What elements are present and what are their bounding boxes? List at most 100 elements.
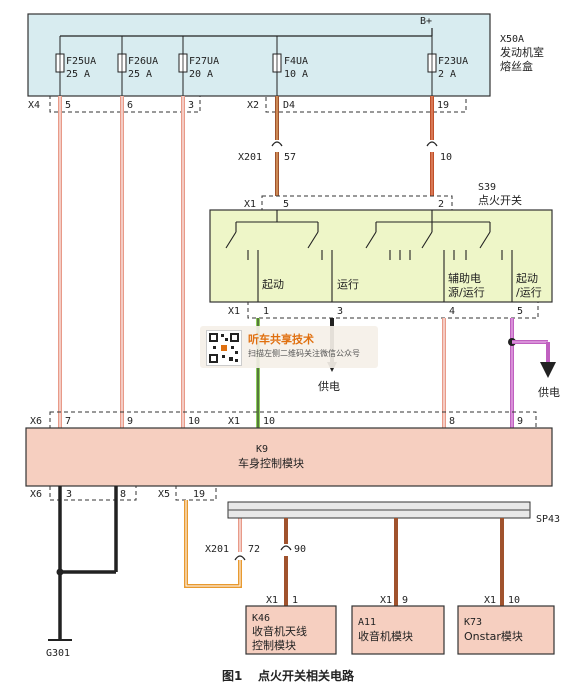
bcm-connector-x6b-label: X6: [30, 489, 42, 500]
caption-fig: 图1: [222, 669, 242, 683]
pin-label: 5: [283, 199, 289, 210]
svg-text:X1: X1: [484, 595, 496, 606]
fuse-rating: 25 A: [128, 69, 152, 80]
pin-label: 3: [188, 100, 194, 111]
switch-label-startrun-1: 起动: [516, 272, 538, 285]
connector-x4: [49, 95, 201, 113]
pin-label: 1: [263, 306, 269, 317]
fuse-f25ua: F25UA 25 A: [55, 36, 96, 96]
switch-body: [209, 209, 553, 303]
pin-label: 5: [517, 306, 523, 317]
pin-label: 7: [65, 416, 71, 427]
module-id: A11: [358, 617, 376, 628]
pin-label: 3: [337, 306, 343, 317]
bcm-connector-x1-label: X1: [228, 416, 240, 427]
junction-x201-label: X201: [238, 152, 262, 163]
fuse-f4ua: F4UA 10 A: [272, 36, 308, 96]
fuse-f26ua: F26UA 25 A: [117, 36, 158, 96]
supply-label-1: 供电: [318, 379, 340, 393]
wire-ground: [58, 486, 118, 640]
qr-code-icon[interactable]: [206, 330, 242, 366]
pin-label: 19: [437, 100, 449, 111]
pin-label: 10: [188, 416, 200, 427]
connector-x4-label: X4: [28, 100, 40, 111]
bcm-connector-x6-label: X6: [30, 416, 42, 427]
pin-label: 19: [193, 489, 205, 500]
svg-text:9: 9: [402, 595, 408, 606]
pin-label: 9: [127, 416, 133, 427]
bcm-body: [25, 427, 553, 487]
fuse-name: F27UA: [189, 56, 219, 67]
switch-connector-top: [261, 195, 453, 211]
connector-x2: [265, 95, 467, 113]
fuse-name: F26UA: [128, 56, 158, 67]
module-name: Onstar模块: [464, 630, 523, 643]
svg-text:1: 1: [292, 595, 298, 606]
wire-startrun-bcm: [508, 318, 556, 428]
fuse-name: F25UA: [66, 56, 96, 67]
fuse-f27ua: F27UA 20 A: [178, 36, 219, 96]
watermark-subtitle: 扫描左侧二维码关注微信公众号: [248, 349, 360, 358]
switch-connector-bottom-label: X1: [228, 306, 240, 317]
pin-label: 2: [438, 199, 444, 210]
wire-f4-switch: [271, 96, 283, 196]
fuse-rating: 10 A: [284, 69, 308, 80]
watermark-banner: 听车共享技术 扫描左侧二维码关注微信公众号: [200, 326, 378, 368]
switch-connector-bottom: [247, 301, 539, 319]
bcm-id: K9: [256, 444, 268, 455]
wire-f23-switch: [426, 96, 438, 196]
pin-label: 10: [263, 416, 275, 427]
bplus-label: B+: [420, 16, 432, 27]
module-id: K46: [252, 613, 270, 624]
bcm-connector-x5-label: X5: [158, 489, 170, 500]
switch-connector-top-label: X1: [244, 199, 256, 210]
switch-name: 点火开关: [478, 193, 522, 207]
fuse-rating: 20 A: [189, 69, 213, 80]
pin-label: 4: [449, 306, 455, 317]
junction-pin-57: 57: [284, 152, 296, 163]
junction-pin-10: 10: [440, 152, 452, 163]
supply-label-2: 供电: [538, 385, 560, 399]
switch-label-run: 运行: [337, 278, 359, 291]
pin-label: 6: [127, 100, 133, 111]
ground-id: G301: [46, 648, 70, 659]
module-name: 收音机模块: [358, 629, 413, 643]
svg-text:X1: X1: [380, 595, 392, 606]
switch-internals: [225, 210, 513, 302]
module-name: 收音机天线: [252, 624, 307, 638]
bcm-connector-x5: [175, 485, 217, 501]
junction2-label: X201: [205, 544, 229, 555]
caption-text: 点火开关相关电路: [258, 668, 355, 683]
switch-label-start: 起动: [262, 278, 284, 291]
switch-label-acc-2: 源/运行: [448, 285, 485, 299]
splice-id: SP43: [536, 514, 560, 525]
pin-label: D4: [283, 100, 295, 111]
watermark-title: 听车共享技术: [248, 333, 314, 346]
svg-text:X1: X1: [266, 595, 278, 606]
module-k46: X1 1 K46 收音机天线 控制模块: [245, 595, 337, 655]
fuse-name: F4UA: [284, 56, 308, 67]
junction2-pin-90: 90: [294, 544, 306, 555]
switch-label-acc-1: 辅助电: [448, 271, 481, 285]
wire-splice-k46: [280, 518, 292, 606]
module-a11: X1 9 A11 收音机模块: [351, 595, 445, 655]
fusebox-body: [27, 13, 491, 97]
fusebox-name: 发动机室: [500, 45, 544, 59]
bcm-name: 车身控制模块: [238, 456, 304, 470]
bcm-connector-x6b: [49, 485, 137, 501]
module-name: 控制模块: [252, 638, 296, 652]
fuse-name: F23UA: [438, 56, 468, 67]
fuse-f23ua: F23UA 2 A: [427, 36, 468, 96]
module-k73: X1 10 K73 Onstar模块: [457, 595, 555, 655]
switch-label-startrun-2: /运行: [516, 286, 542, 299]
wire-bcm-x5: [184, 500, 246, 588]
fuse-rating: 2 A: [438, 69, 456, 80]
pin-label: 5: [65, 100, 71, 111]
fusebox-name2: 熔丝盒: [500, 59, 533, 73]
svg-text:10: 10: [508, 595, 520, 606]
pin-label: 9: [517, 416, 523, 427]
connector-x2-label: X2: [247, 100, 259, 111]
pin-label: 8: [449, 416, 455, 427]
module-id: K73: [464, 617, 482, 628]
